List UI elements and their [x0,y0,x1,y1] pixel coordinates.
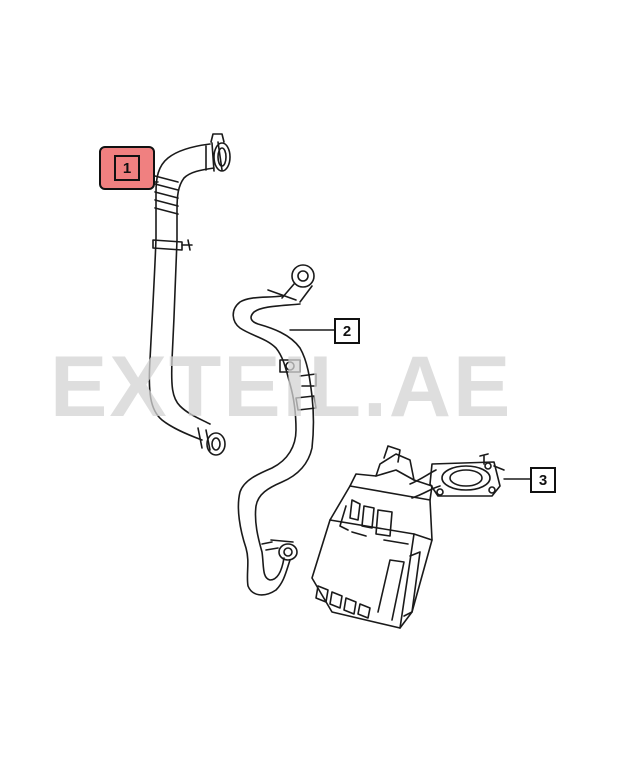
callout-3[interactable]: 3 [530,467,556,493]
callout-1[interactable]: 1 [114,155,140,181]
callout-2-label: 2 [342,322,352,340]
valve-assembly-part-3[interactable] [311,445,505,629]
callout-2[interactable]: 2 [334,318,360,344]
callout-1-highlight[interactable]: 1 [99,146,155,190]
hose-part-2[interactable] [232,264,317,596]
hose-part-1[interactable] [148,133,231,456]
callout-3-label: 3 [538,471,548,489]
callout-1-label: 1 [122,159,132,177]
